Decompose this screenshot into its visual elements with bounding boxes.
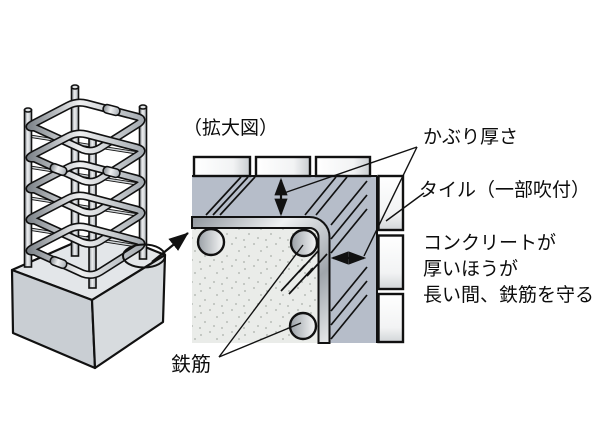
tile [254,155,312,178]
rebar-circles [196,227,319,341]
leader-lines [218,146,425,358]
zoom-arrow-icon [151,232,189,263]
tile [377,292,405,344]
highlight-oval [122,243,166,269]
top-tiles [192,155,372,178]
cover-concrete [192,176,377,343]
hoop-rings [25,98,146,279]
right-tiles [377,174,405,344]
leader-tile [385,192,425,222]
label-rebar: 鉄筋 [171,354,211,376]
label-tile: タイル（一部吹付） [419,180,591,201]
leader-rebar-2 [218,322,302,358]
hoop-ring [25,98,146,155]
splice-sleeve [49,255,68,270]
stirrup-band [191,216,331,344]
label-note-line-1: コンクリートが [423,233,557,254]
hoop-ring [25,160,146,217]
label-note: コンクリートが 厚いほうが 長い間、鉄筋を守る [423,231,594,309]
splice-sleeve [49,162,68,177]
hatch-marks [205,176,368,340]
inner-concrete-stipple [192,228,319,343]
tile [192,155,252,178]
hoop-ring [25,129,146,186]
leader-cover-thickness-1 [283,146,418,194]
leader-rebar-1 [218,244,304,358]
label-note-line-3: 長い間、鉄筋を守る [423,285,595,306]
cross-ties [28,134,145,249]
splice-sleeves [49,103,121,270]
hoop-ring [25,222,146,279]
splice-sleeve [102,165,121,179]
hoop-ring [25,191,146,248]
splice-sleeve [102,103,121,117]
label-enlarged-view: （拡大図） [183,118,279,139]
cube-right-face [90,253,167,370]
label-cover-thickness: かぶり厚さ [423,127,519,148]
tile [314,155,372,178]
tile [377,174,405,232]
rebar-circle [288,311,318,341]
tile [377,234,405,291]
rebar-circle [289,228,319,258]
rebar-circle [196,227,226,257]
leader-cover-thickness-2 [363,146,418,257]
label-note-line-2: 厚いほうが [423,259,519,280]
enlarged-section [191,155,405,344]
